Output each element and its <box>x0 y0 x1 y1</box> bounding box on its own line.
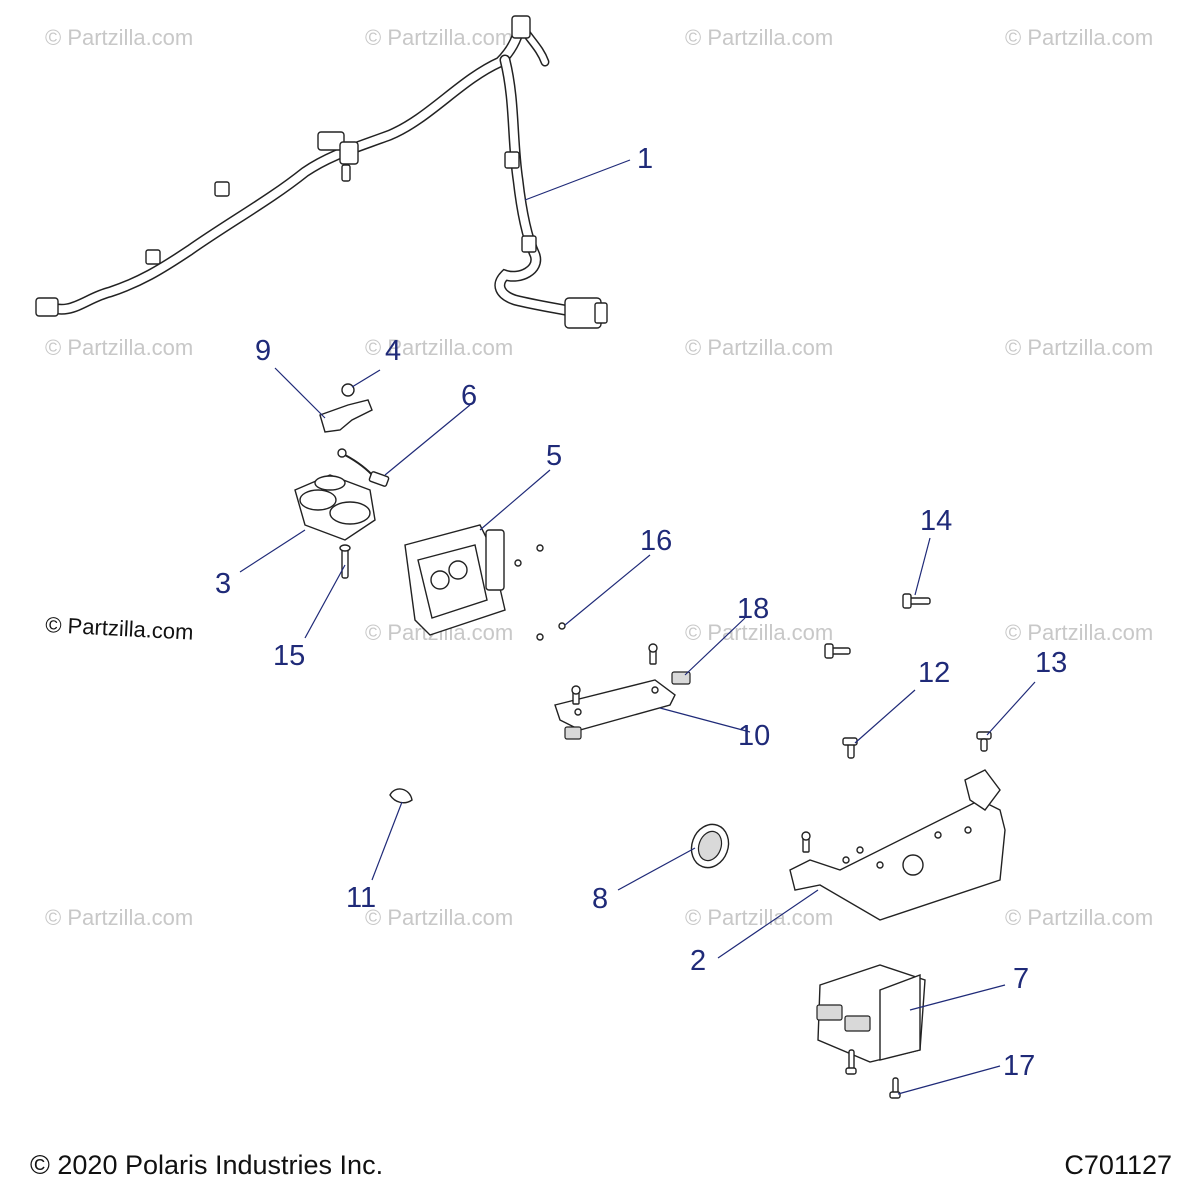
sensor-part-6 <box>337 448 390 487</box>
ecu-part-5 <box>404 524 544 641</box>
watermark: © Partzilla.com <box>365 335 513 360</box>
callout-7: 7 <box>1013 963 1029 995</box>
copyright-text: © 2020 Polaris Industries Inc. <box>30 1150 384 1180</box>
watermark: © Partzilla.com <box>365 25 513 50</box>
watermark: © Partzilla.com <box>45 905 193 930</box>
callout-4: 4 <box>385 335 401 367</box>
callout-1: 1 <box>637 143 653 175</box>
ignition-coil-part-3 <box>294 474 376 541</box>
watermark: © Partzilla.com <box>1005 905 1153 930</box>
callouts: 1 2 3 4 5 6 7 8 9 10 11 12 13 14 15 16 1… <box>215 143 1067 1082</box>
callout-14: 14 <box>920 505 952 537</box>
watermark: © Partzilla.com <box>685 905 833 930</box>
wire-harness <box>35 15 608 329</box>
callout-11: 11 <box>346 882 376 914</box>
bolt-part-14 <box>902 593 931 609</box>
watermark: © Partzilla.com <box>685 25 833 50</box>
watermark: © Partzilla.com <box>685 620 833 645</box>
callout-17: 17 <box>1003 1050 1035 1082</box>
watermarks: © Partzilla.com © Partzilla.com © Partzi… <box>45 25 1154 930</box>
clip <box>564 726 582 740</box>
callout-2: 2 <box>690 945 706 977</box>
plate-part-10 <box>554 643 676 731</box>
callout-8: 8 <box>592 883 608 915</box>
clip-part-18 <box>671 671 691 685</box>
watermark: © Partzilla.com <box>1005 620 1153 645</box>
callout-9: 9 <box>255 335 271 367</box>
callout-6: 6 <box>461 380 477 412</box>
watermark: © Partzilla.com <box>45 25 193 50</box>
callout-5: 5 <box>546 440 562 472</box>
bolt-part-15 <box>339 544 351 579</box>
module-part-7 <box>816 964 926 1063</box>
mounting-bracket-part-2 <box>789 769 1006 921</box>
leader-lines <box>239 159 1036 1095</box>
watermark: © Partzilla.com <box>45 335 193 360</box>
bolt-part-13 <box>976 731 992 752</box>
clamp-part-11 <box>389 788 413 804</box>
watermark: © Partzilla.com <box>1005 25 1153 50</box>
watermark: © Partzilla.com <box>1005 335 1153 360</box>
callout-3: 3 <box>215 568 231 600</box>
screw-part-16 <box>558 622 566 630</box>
callout-13: 13 <box>1035 647 1067 679</box>
watermark: © Partzilla.com <box>685 335 833 360</box>
bolt-part-12 <box>842 737 858 759</box>
bracket-part-9 <box>319 399 373 433</box>
drawing-number: C701127 <box>1064 1150 1172 1180</box>
screw-part-17 <box>845 1049 901 1099</box>
bolt <box>824 643 851 659</box>
callout-16: 16 <box>640 525 672 557</box>
callout-15: 15 <box>273 640 305 672</box>
watermark: © Partzilla.com <box>365 905 513 930</box>
grommet-part-8 <box>690 823 730 869</box>
callout-10: 10 <box>738 720 770 752</box>
nut-part-4 <box>341 383 355 397</box>
watermark-dark: © Partzilla.com <box>45 612 194 645</box>
callout-18: 18 <box>737 593 769 625</box>
callout-12: 12 <box>918 657 950 689</box>
